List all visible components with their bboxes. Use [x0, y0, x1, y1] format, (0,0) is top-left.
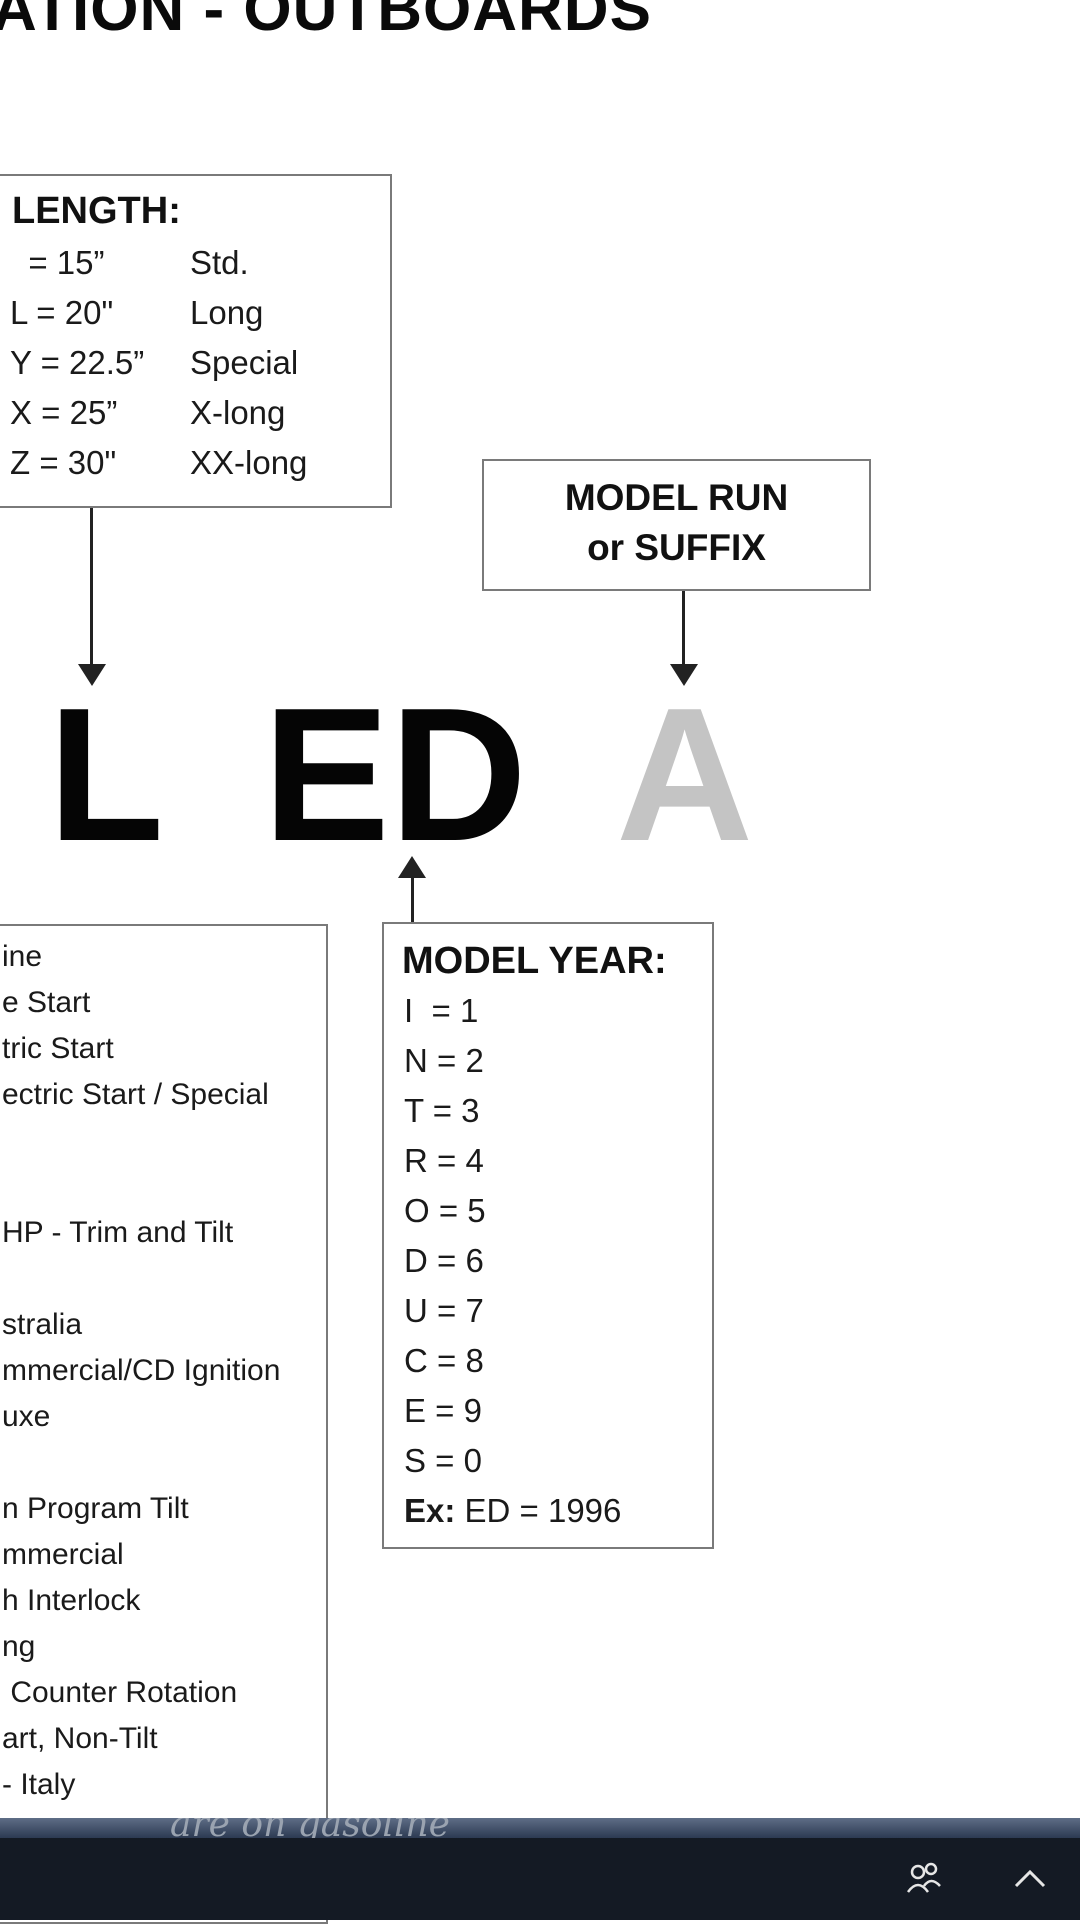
list-item: ine	[2, 940, 43, 973]
length-desc: Std.	[190, 244, 249, 281]
chevron-up-icon-svg	[1014, 1869, 1046, 1888]
list-item: mmercial	[2, 1538, 124, 1571]
model-year-row: S = 0	[404, 1442, 482, 1479]
list-item: HP - Trim and Tilt	[2, 1216, 234, 1249]
model-year-box: MODEL YEAR: I = 1 N = 2 T = 3 R = 4 O = …	[382, 922, 714, 1549]
list-item: tric Start	[2, 1032, 114, 1065]
model-year-row: O = 5	[404, 1192, 486, 1229]
model-year-row: N = 2	[404, 1042, 484, 1079]
left-code-list-box: ine e Start tric Start ectric Start / Sp…	[0, 924, 328, 1924]
list-item: art, Non-Tilt	[2, 1722, 158, 1755]
model-run-arrow-line	[682, 591, 685, 666]
list-item: - Italy	[2, 1768, 76, 1801]
model-year-arrow-head	[398, 856, 426, 878]
example-value: ED = 1996	[455, 1492, 622, 1529]
people-icon[interactable]	[904, 1858, 944, 1904]
model-year-arrow-line	[411, 876, 414, 922]
example-label: Ex:	[404, 1492, 456, 1529]
model-year-row: T = 3	[404, 1092, 480, 1129]
list-item: e Start	[2, 986, 91, 1019]
model-run-label: MODEL RUN	[564, 477, 789, 518]
length-code: X = 25”	[10, 394, 118, 431]
model-year-row: E = 9	[404, 1392, 482, 1429]
model-run-suffix-label: or SUFFIX	[587, 527, 766, 568]
list-item: n Program Tilt	[2, 1492, 189, 1525]
list-item: mmercial/CD Ignition	[2, 1354, 281, 1387]
length-desc: Long	[190, 294, 264, 331]
list-item: ectric Start / Special	[2, 1078, 269, 1111]
length-code: = 15”	[10, 244, 105, 281]
list-item: ng	[2, 1630, 36, 1663]
length-box: LENGTH: = 15” Std. L = 20" Long Y = 22.5…	[0, 174, 392, 508]
length-code: Z = 30"	[10, 444, 117, 481]
code-letter-a: A	[616, 669, 754, 881]
model-year-row: C = 8	[404, 1342, 484, 1379]
model-year-row: D = 6	[404, 1242, 484, 1279]
list-item: Counter Rotation	[2, 1676, 238, 1709]
video-strip-text: are on gasoline	[170, 1818, 450, 1838]
length-desc: Special	[190, 344, 299, 381]
model-run-arrow-head	[670, 664, 698, 686]
list-item: uxe	[2, 1400, 51, 1433]
model-year-example: Ex: ED = 1996	[404, 1492, 621, 1530]
length-desc: X-long	[190, 394, 286, 431]
page-title: ATION - OUTBOARDS	[0, 0, 652, 44]
list-item: stralia	[2, 1308, 83, 1341]
model-year-row: U = 7	[404, 1292, 484, 1329]
length-arrow-head	[78, 664, 106, 686]
code-letters-ed: ED	[263, 669, 527, 881]
taskbar	[0, 1838, 1080, 1920]
people-icon-svg	[906, 1862, 941, 1893]
chevron-up-icon[interactable]	[1010, 1858, 1050, 1904]
length-code: L = 20"	[10, 294, 114, 331]
length-heading: LENGTH:	[12, 190, 181, 232]
length-arrow-line	[90, 508, 93, 666]
model-year-row: I = 1	[404, 992, 479, 1029]
length-desc: XX-long	[190, 444, 308, 481]
code-letter-l: L	[48, 669, 165, 881]
list-item: h Interlock	[2, 1584, 141, 1617]
model-year-row: R = 4	[404, 1142, 484, 1179]
model-run-box: MODEL RUN or SUFFIX	[482, 459, 871, 591]
length-code: Y = 22.5”	[10, 344, 145, 381]
video-frame-strip: are on gasoline	[0, 1818, 1080, 1838]
model-year-heading: MODEL YEAR:	[402, 940, 667, 982]
